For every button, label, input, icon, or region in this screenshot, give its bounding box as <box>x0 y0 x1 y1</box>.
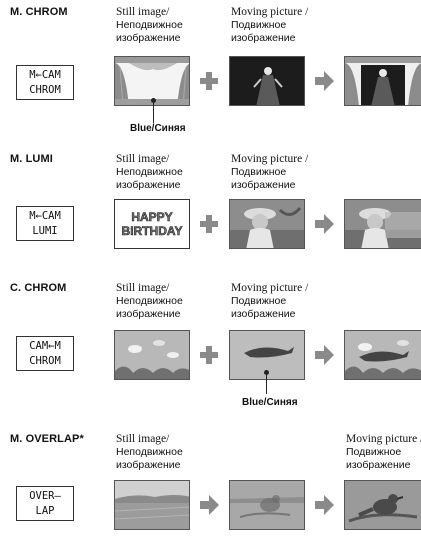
label-line: Still image/ <box>116 282 170 294</box>
lcd-line: CHROM <box>29 355 61 367</box>
still-image-aquarium <box>114 330 190 380</box>
lcd-line: CHROM <box>29 84 61 96</box>
still-image-label: Still image/ Неподвижное изображение <box>116 6 183 45</box>
label-line: изображение <box>346 459 411 471</box>
label-line: Moving picture / <box>231 282 309 294</box>
still-image-birthday-card: HAPPY BIRTHDAY <box>114 199 190 249</box>
card-text-line: BIRTHDAY <box>121 224 183 239</box>
section-title: C. CHROM <box>10 282 67 294</box>
label-line: Подвижное <box>346 446 402 458</box>
card-text-line: HAPPY <box>131 210 173 225</box>
label-line: изображение <box>231 179 296 191</box>
still-image-landscape <box>114 480 190 530</box>
pointer-dot <box>264 370 269 375</box>
label-line: Still image/ <box>116 153 170 165</box>
label-line: Moving picture / <box>231 153 309 165</box>
arrow-right-icon <box>313 70 335 92</box>
moving-picture-label: Moving picture / Подвижное изображение <box>346 433 421 472</box>
label-line: Неподвижное <box>116 295 183 307</box>
lcd-line: LUMI <box>32 225 58 237</box>
moving-picture-label: Moving picture / Подвижное изображение <box>231 282 308 321</box>
lcd-display: M←CAM CHROM <box>16 65 74 100</box>
label-line: Still image/ <box>116 433 170 445</box>
still-image-label: Still image/ Неподвижное изображение <box>116 153 183 192</box>
label-line: Still image/ <box>116 6 170 18</box>
label-line: Moving picture / <box>231 6 309 18</box>
pointer-line <box>153 100 154 123</box>
pointer-line <box>266 372 267 394</box>
result-dancer-on-stage <box>344 56 421 106</box>
label-line: изображение <box>116 179 181 191</box>
plus-icon <box>198 213 220 235</box>
moving-picture-label: Moving picture / Подвижное изображение <box>231 153 308 192</box>
lcd-display: CAM←M CHROM <box>16 336 74 371</box>
label-line: Подвижное <box>231 19 287 31</box>
label-line: изображение <box>116 32 181 44</box>
result-birthday-overlay <box>344 199 421 249</box>
lcd-line: M←CAM <box>29 210 61 222</box>
label-line: изображение <box>116 459 181 471</box>
plus-icon <box>198 344 220 366</box>
arrow-right-icon <box>313 344 335 366</box>
label-line: Неподвижное <box>116 166 183 178</box>
lcd-line: OVER– <box>29 490 61 502</box>
lcd-line: M←CAM <box>29 69 61 81</box>
lcd-display: M←CAM LUMI <box>16 206 74 241</box>
moving-picture-label: Moving picture / Подвижное изображение <box>231 6 308 45</box>
transition-bird-fading <box>229 480 305 530</box>
section-title: M. OVERLAP* <box>10 433 84 445</box>
still-image-label: Still image/ Неподвижное изображение <box>116 433 183 472</box>
label-line: изображение <box>116 308 181 320</box>
label-line: изображение <box>231 32 296 44</box>
lcd-display: OVER– LAP <box>16 486 74 521</box>
arrow-right-icon <box>313 494 335 516</box>
result-dolphin-in-aquarium <box>344 330 421 380</box>
label-line: Moving picture / <box>346 433 421 445</box>
label-line: Подвижное <box>231 166 287 178</box>
still-image-label: Still image/ Неподвижное изображение <box>116 282 183 321</box>
moving-picture-dancer <box>229 56 305 106</box>
lcd-line: CAM←M <box>29 340 61 352</box>
moving-picture-girl <box>229 199 305 249</box>
label-line: Неподвижное <box>116 19 183 31</box>
moving-picture-bird <box>344 480 421 530</box>
label-line: изображение <box>231 308 296 320</box>
arrow-right-icon <box>198 494 220 516</box>
blue-caption: Blue/Синяя <box>242 397 298 408</box>
section-title: M. CHROM <box>10 6 68 18</box>
lcd-line: LAP <box>35 505 55 517</box>
plus-icon <box>198 70 220 92</box>
blue-caption: Blue/Синяя <box>130 123 186 134</box>
label-line: Неподвижное <box>116 446 183 458</box>
label-line: Подвижное <box>231 295 287 307</box>
arrow-right-icon <box>313 213 335 235</box>
section-title: M. LUMI <box>10 153 53 165</box>
pointer-dot <box>151 98 156 103</box>
